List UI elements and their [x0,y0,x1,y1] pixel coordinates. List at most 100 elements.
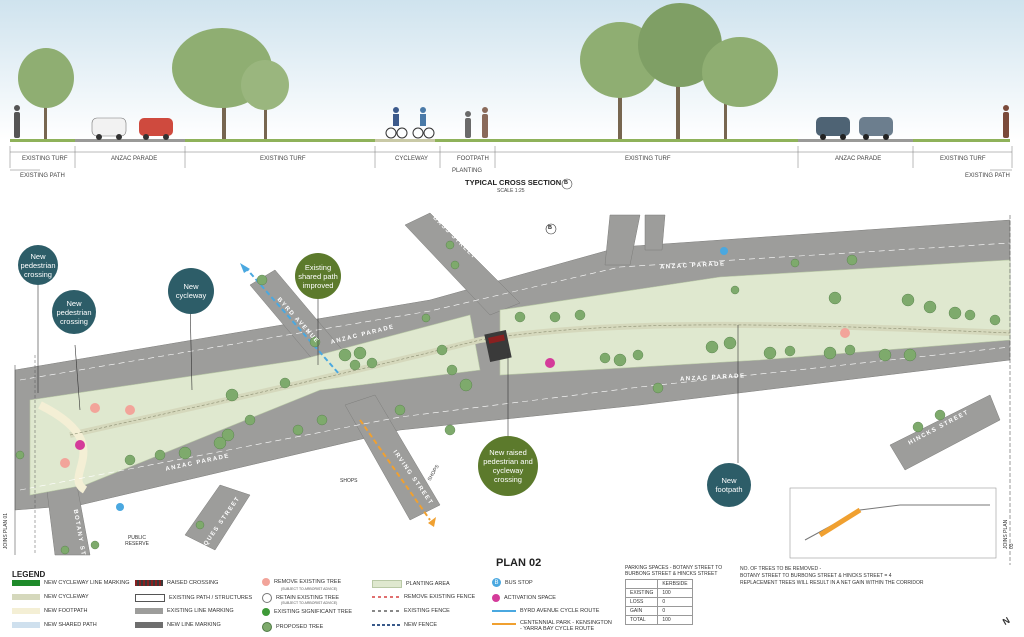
section-label: EXISTING TURF [260,156,306,162]
legend-subnote: (SUBJECT TO ARBORIST ADVICE) [281,601,338,605]
section-label: EXISTING TURF [940,156,986,162]
legend-swatch [135,608,163,614]
cross-section-scale: SCALE 1:25 [497,188,525,194]
callout-new-pedestrian-crossing: New pedestrian crossing [18,245,58,285]
section-label: EXISTING PATH [20,173,65,179]
parking-row-label: EXISTING [624,588,659,598]
parking-col-header: KERBSIDE [657,579,693,589]
legend-item: EXISTING LINE MARKING [135,608,234,614]
cycle-route-arrow-icon [492,610,516,612]
tree-icon [638,3,722,139]
legend-swatch [12,608,40,614]
north-arrow-icon: N [1000,615,1012,627]
section-label: PLANTING [452,168,483,174]
legend-subnote: (SUBJECT TO ARBORIST ADVICE) [281,587,338,591]
section-marker-icon [561,178,573,190]
pedestrian-icon [465,111,471,138]
legend-item: NEW CYCLEWAY [12,594,89,600]
parking-row-value: 0 [657,597,693,607]
trees-note: NO. OF TREES TO BE REMOVED - BOTANY STRE… [740,566,923,587]
activation-space-icon [545,358,555,368]
proposed-tree-icon [262,622,272,632]
join-plan-label: JOINS PLAN 03 [1003,519,1015,549]
section-label: EXISTING TURF [22,156,68,162]
pedestrian-icon [14,105,20,138]
parking-row-label: TOTAL [624,615,659,625]
cycle-route-arrow-icon [492,623,516,625]
plan-map [14,212,1011,565]
legend-item: NEW FENCE [372,622,437,628]
trees-note-line: BOTANY STREET TO BURBONG STREET & HINCKS… [740,573,892,579]
callout-new-pedestrian-crossing: New pedestrian crossing [52,290,96,334]
section-label: CYCLEWAY [395,156,429,162]
join-plan-label: JOINS PLAN 01 [3,512,10,550]
tree-icon [702,37,778,139]
tree-icon [241,60,289,139]
bus-stop-icon: B [492,578,501,587]
activation-space-icon [492,594,500,602]
cyclist-icon [412,107,435,139]
tree-icon [18,48,74,139]
section-label: ANZAC PARADE [835,156,882,162]
parking-table-title: PARKING SPACES - BOTANY STREET TO BURBON… [625,565,723,577]
cross-section-title: TYPICAL CROSS SECTION [465,178,562,187]
section-label: EXISTING TURF [625,156,671,162]
legend-item: REMOVE EXISTING FENCE [372,594,475,600]
section-marker-label: B [548,225,552,231]
legend-item: EXISTING FENCE [372,608,450,614]
legend-item: ACTIVATION SPACE [492,594,556,602]
legend-swatch [372,624,400,626]
section-label: EXISTING PATH [965,173,1010,179]
callout-raised-crossing: New raised pedestrian and cycleway cross… [478,436,538,496]
legend-item: NEW LINE MARKING [135,622,221,628]
legend-item: BYRD AVENUE CYCLE ROUTE [492,608,599,614]
legend-item: RAISED CROSSING [135,580,218,586]
legend-item: NEW CYCLEWAY LINE MARKING [12,580,129,586]
significant-tree-icon [262,608,270,616]
shops-label: SHOPS [340,478,358,484]
trees-note-line: REPLACEMENT TREES WILL RESULT IN A NET G… [740,580,924,586]
legend-title: LEGEND [12,570,46,579]
legend-swatch [372,596,400,598]
parking-row-value: 100 [657,615,693,625]
pedestrian-icon [482,107,488,138]
legend-item: REMOVE EXISTING TREE [262,578,341,586]
callout-existing-shared-path: Existing shared path improved [295,253,341,299]
legend-item: CENTENNIAL PARK - KENSINGTON - YARRA BAY… [492,620,612,632]
legend-item: NEW FOOTPATH [12,608,88,614]
car-icon [859,117,893,140]
bus-stop-icon [720,247,728,255]
legend-item: RETAIN EXISTING TREE [262,593,339,603]
activation-space-icon [75,440,85,450]
callout-new-footpath: New footpath [707,463,751,507]
parking-row-value: 100 [657,588,693,598]
remove-tree-icon [90,403,100,413]
callout-new-cycleway: New cycleway [168,268,214,314]
legend-swatch [135,594,165,602]
legend-item: PLANTING AREA [372,580,450,588]
remove-tree-icon [60,458,70,468]
parking-row-label: LOSS [624,597,659,607]
section-label: ANZAC PARADE [111,156,158,162]
legend-item: EXISTING PATH / STRUCTURES [135,594,252,602]
legend-item: NEW SHARED PATH [12,622,97,628]
section-marker-label: B [564,180,568,186]
section-label: FOOTPATH [457,156,489,162]
bus-stop-icon [116,503,124,511]
legend-swatch [372,610,400,612]
legend-swatch [135,580,163,586]
car-icon [139,118,173,140]
remove-tree-icon [840,328,850,338]
legend-swatch [12,594,40,600]
cross-section-drawing [0,0,1024,190]
legend-swatch [12,622,40,628]
legend-swatch [372,580,402,588]
trees-note-line: NO. OF TREES TO BE REMOVED - [740,566,822,572]
legend-swatch [12,580,40,586]
parking-row-label: GAIN [624,606,659,616]
cyclist-icon [385,107,408,139]
plan-title: PLAN 02 [496,557,542,569]
parking-table: PARKING SPACES - BOTANY STREET TO BURBON… [624,565,725,625]
pedestrian-icon [1003,105,1009,138]
